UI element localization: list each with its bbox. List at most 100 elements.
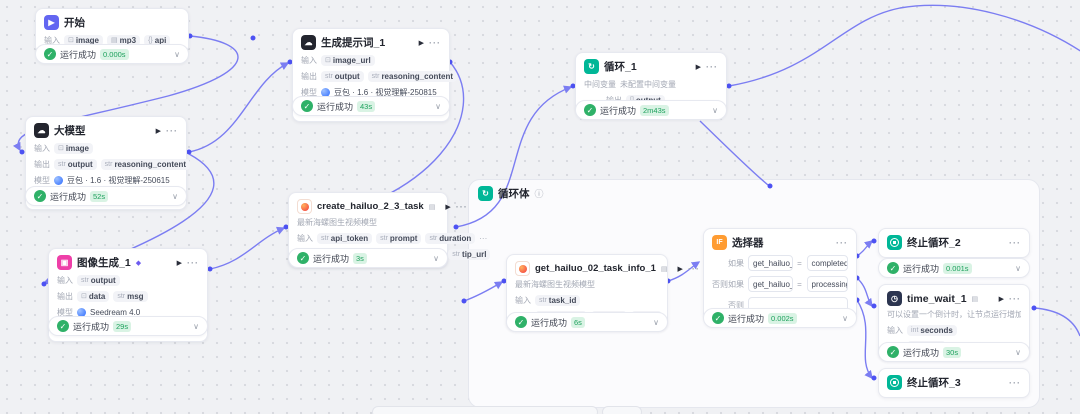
input-label: 输入 [887,325,903,335]
status-bar-start[interactable]: ✓ 运行成功 0.000s ∨ [35,44,189,64]
start-icon: ▶ [44,15,59,30]
chevron-down-icon[interactable]: ∨ [172,191,178,201]
run-node-icon[interactable]: ▶ [998,295,1004,303]
more-menu-icon[interactable]: ··· [687,263,700,274]
status-bar-loop1[interactable]: ✓ 运行成功 2m43s ∨ [575,100,727,120]
status-text: 运行成功 [60,49,97,60]
more-menu-icon[interactable]: ··· [429,37,441,48]
node-exit-loop-2[interactable]: 终止循环_2 ··· [878,228,1030,258]
success-check-icon: ✓ [57,320,69,332]
status-text: 运行成功 [531,317,568,328]
more-menu-icon[interactable]: ··· [187,257,199,268]
node-selector[interactable]: IF 选择器 ··· 如果 get_hailuo_02··· = complet… [703,228,857,321]
input-label: 输入 [515,295,531,305]
llm-icon: ☁ [34,123,49,138]
chevron-down-icon[interactable]: ∨ [1015,347,1021,357]
more-menu-icon[interactable]: ··· [706,61,718,72]
status-duration: 0.000s [100,48,129,60]
status-bar-timewait[interactable]: ✓ 运行成功 30s ∨ [878,342,1030,362]
status-duration: 30s [943,346,962,358]
chevron-down-icon[interactable]: ∨ [435,101,441,111]
more-menu-icon[interactable]: ··· [1009,237,1021,248]
chevron-down-icon[interactable]: ∨ [174,49,180,59]
more-menu-icon[interactable]: ··· [455,201,468,212]
node-subtitle: 最新海螺图生视频模型 [297,218,377,227]
cutoff-card [602,406,642,414]
status-bar-prompt[interactable]: ✓ 运行成功 43s ∨ [292,96,450,116]
node-title: get_hailuo_02_task_info_1 [535,263,656,274]
hailuo-plugin-icon [515,261,530,276]
node-title: 大模型 [54,125,86,137]
status-duration: 3s [353,252,367,264]
output-label: 输出 [34,159,50,169]
status-text: 运行成功 [903,347,940,358]
run-node-icon[interactable]: ▶ [155,127,161,135]
success-check-icon: ✓ [584,104,596,116]
run-node-icon[interactable]: ▶ [445,203,451,211]
status-bar-selector[interactable]: ✓ 运行成功 0.002s ∨ [703,308,857,328]
input-label: 输入 [34,143,50,153]
clock-icon: ◷ [887,291,902,306]
elseif-label: 否则如果 [712,279,744,289]
node-title: 开始 [64,17,85,29]
status-duration: 52s [90,190,109,202]
more-menu-icon[interactable]: ··· [1009,377,1021,388]
status-duration: 2m43s [640,104,669,116]
more-menu-icon[interactable]: ··· [836,237,848,248]
status-text: 运行成功 [50,191,87,202]
success-check-icon: ✓ [301,100,313,112]
success-check-icon: ✓ [34,190,46,202]
input-label: 输入 [301,55,317,65]
info-icon[interactable]: ⓘ [534,189,544,199]
status-duration: 0.001s [943,262,972,274]
param-pill: ⊡image_url [321,54,375,66]
status-bar-get[interactable]: ✓ 运行成功 6s ∨ [506,312,668,332]
more-menu-icon[interactable]: ··· [166,125,178,136]
condition-left-field[interactable]: get_hailuo_02··· [748,255,793,271]
condition-right-field[interactable]: processing [806,276,848,292]
param-pill: ⊡image [54,142,93,154]
success-check-icon: ✓ [712,312,724,324]
more-menu-icon[interactable]: ··· [1009,293,1021,304]
api-badge-icon: ▤ [660,265,668,273]
marker-icon: ◆ [135,259,142,267]
run-node-icon[interactable]: ▶ [677,265,683,273]
operator: = [797,258,802,268]
status-bar-llm[interactable]: ✓ 运行成功 52s ∨ [25,186,187,206]
condition-right-field[interactable]: completed [806,255,848,271]
node-exit-loop-3[interactable]: 终止循环_3 ··· [878,368,1030,398]
status-duration: 0.002s [768,312,797,324]
model-label: 模型 [57,307,73,317]
chevron-down-icon[interactable]: ∨ [1015,263,1021,273]
chevron-down-icon[interactable]: ∨ [842,313,848,323]
status-bar-create[interactable]: ✓ 运行成功 3s ∨ [288,248,448,268]
chevron-down-icon[interactable]: ∨ [193,321,199,331]
node-title: time_wait_1 [907,292,967,305]
status-text: 运行成功 [313,253,350,264]
node-title: create_hailuo_2_3_task [317,201,424,212]
run-node-icon[interactable]: ▶ [418,39,424,47]
chevron-down-icon[interactable]: ∨ [712,105,718,115]
status-bar-exit2[interactable]: ✓ 运行成功 0.001s ∨ [878,258,1030,278]
api-badge-icon: ▤ [428,203,436,211]
status-bar-imagegen[interactable]: ✓ 运行成功 29s ∨ [48,316,208,336]
chevron-down-icon[interactable]: ∨ [653,317,659,327]
run-node-icon[interactable]: ▶ [695,63,701,71]
chevron-down-icon[interactable]: ∨ [433,253,439,263]
exit-loop-icon [887,235,902,250]
status-text: 运行成功 [600,105,637,116]
if-icon: IF [712,235,727,250]
input-label: 输入 [57,275,73,285]
node-title: 终止循环_2 [907,237,961,249]
loop-icon: ↻ [478,186,493,201]
output-label: 输出 [57,291,73,301]
run-node-icon[interactable]: ▶ [176,259,182,267]
intermediate-var-label: 中间变量 [584,79,616,89]
condition-left-field[interactable]: get_hailuo_02··· [748,276,793,292]
status-text: 运行成功 [728,313,765,324]
